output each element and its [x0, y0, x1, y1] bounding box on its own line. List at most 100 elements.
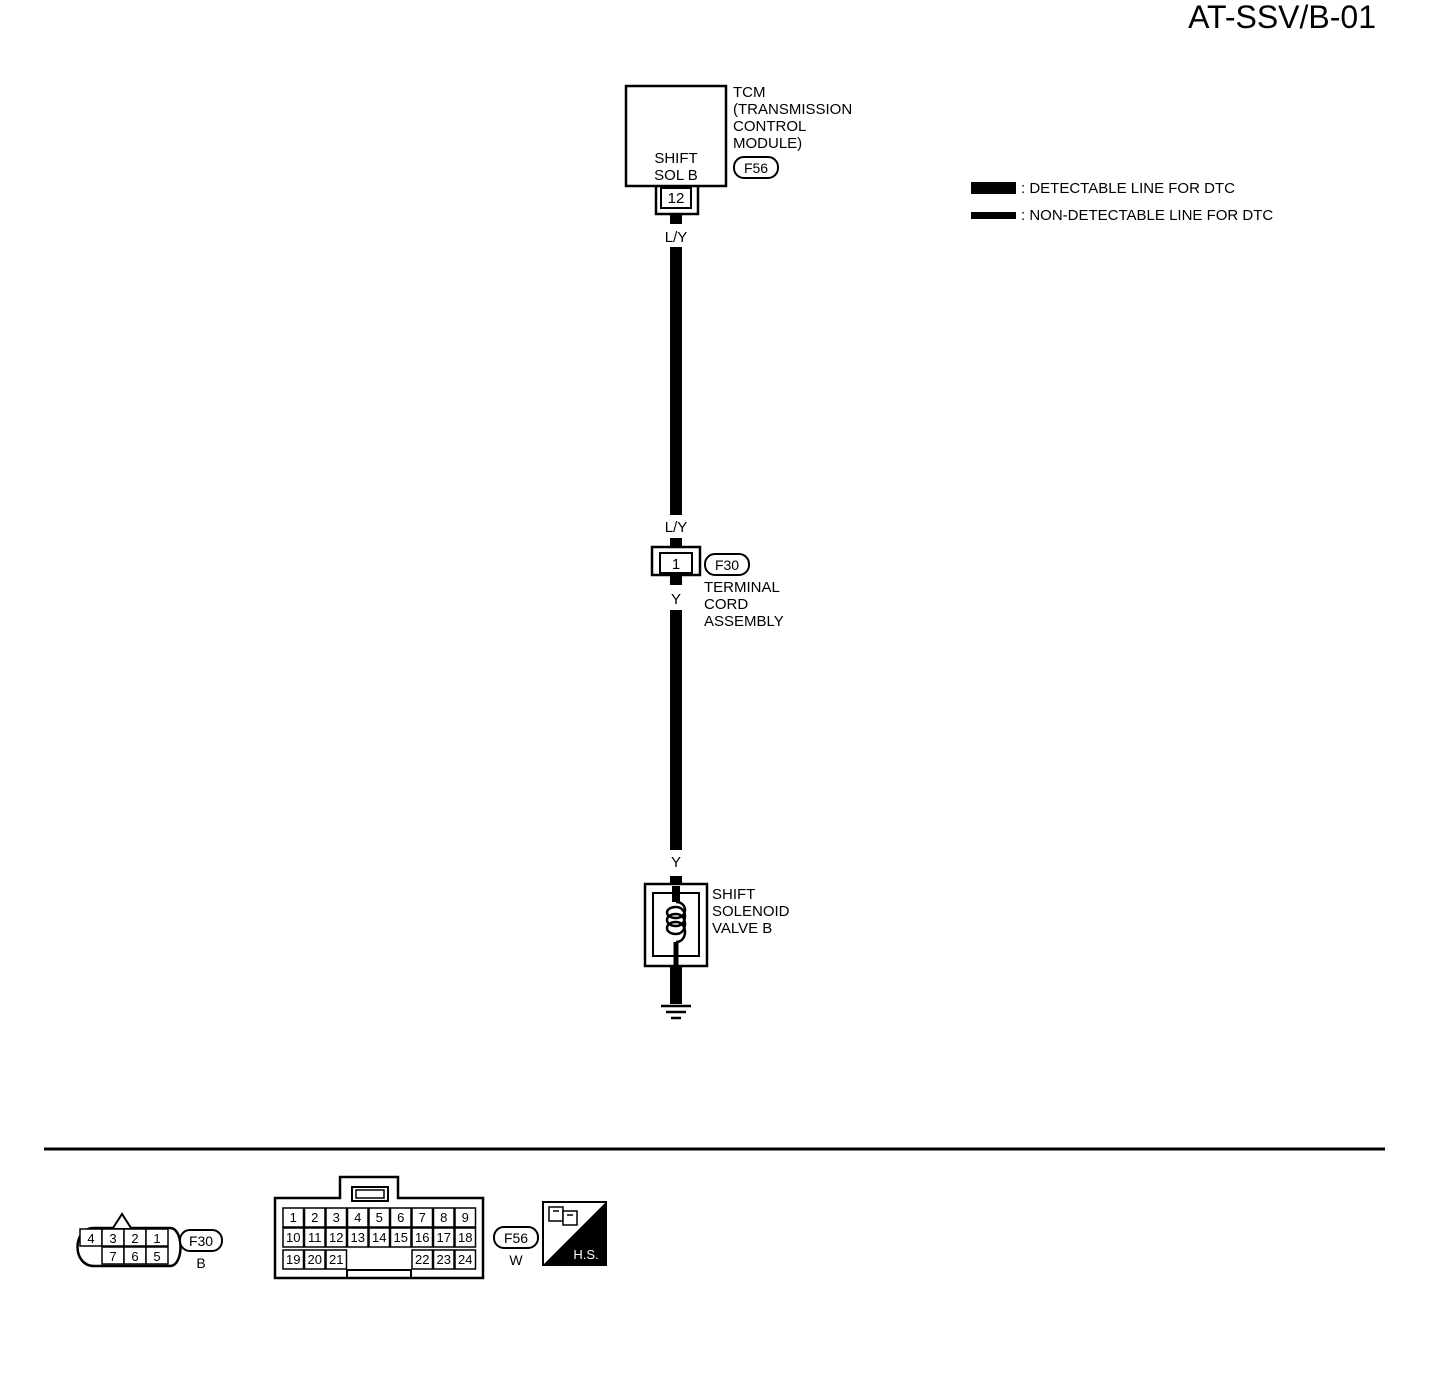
f56-pin-15: 15	[394, 1230, 408, 1245]
f56-pin-cell	[389, 1207, 412, 1228]
terminal-cord-name-3: ASSEMBLY	[704, 613, 784, 630]
f56-pin-cell	[432, 1227, 455, 1248]
f56-pin-6: 6	[397, 1210, 404, 1225]
f30-view-color: B	[196, 1255, 205, 1271]
f56-pin-cell	[346, 1207, 369, 1228]
coil-icon	[665, 900, 687, 944]
solenoid-name-2: SOLENOID	[712, 903, 790, 920]
f56-pin-cell	[368, 1227, 391, 1248]
f56-pin-12: 12	[329, 1230, 343, 1245]
f56-pin-cell	[282, 1227, 305, 1248]
f56-pin-cell	[454, 1227, 477, 1248]
f56-view-oval	[493, 1226, 539, 1249]
terminal-cord-connector: 1 F30 TERMINAL CORD ASSEMBLY	[650, 545, 784, 630]
f30-connector-oval	[704, 553, 750, 576]
f56-pin-20: 20	[308, 1252, 322, 1267]
f56-pin-cell	[303, 1249, 326, 1270]
f56-pin-19: 19	[286, 1252, 300, 1267]
legend-detectable-text: : DETECTABLE LINE FOR DTC	[1021, 180, 1235, 197]
f30-pin-7: 7	[109, 1249, 116, 1264]
shift-solenoid-valve-b: SHIFT SOLENOID VALVE B	[643, 882, 790, 968]
f30-terminal-box	[659, 552, 693, 574]
tcm-terminal-number: 12	[668, 190, 685, 207]
tcm-module: SHIFT SOL B TCM (TRANSMISSION CONTROL MO…	[624, 84, 852, 216]
f56-pin-cell	[325, 1227, 348, 1248]
tcm-connector-id: F56	[744, 160, 768, 176]
f56-pin-cell	[411, 1207, 434, 1228]
wire-color-upper-top: L/Y	[665, 229, 688, 246]
solenoid-name-1: SHIFT	[712, 886, 755, 903]
wire-color-lower-bottom: Y	[671, 854, 681, 871]
wire-lyellow	[670, 247, 682, 515]
f30-pin-1: 1	[153, 1231, 160, 1246]
f56-pin-9: 9	[462, 1210, 469, 1225]
wire-stub-top	[670, 214, 682, 224]
f56-recess	[346, 1269, 412, 1278]
tcm-terminal-box	[660, 187, 692, 209]
f56-pin-8: 8	[440, 1210, 447, 1225]
f56-pin-11: 11	[308, 1230, 322, 1245]
f56-pin-5: 5	[376, 1210, 383, 1225]
f56-pin-cell	[346, 1227, 369, 1248]
terminal-cord-name-1: TERMINAL	[704, 579, 780, 596]
f30-pin-2: 2	[131, 1231, 138, 1246]
f30-pin-5: 5	[153, 1249, 160, 1264]
f56-pin-22: 22	[415, 1252, 429, 1267]
f56-pin-cell	[303, 1227, 326, 1248]
wire-stub-f30-bottom	[670, 575, 682, 585]
tcm-name-1: TCM	[733, 84, 766, 101]
f56-pin-23: 23	[437, 1252, 451, 1267]
f56-pin-14: 14	[372, 1230, 386, 1245]
legend-non-detectable-text: : NON-DETECTABLE LINE FOR DTC	[1021, 207, 1273, 224]
f56-pin-17: 17	[437, 1230, 451, 1245]
f56-pin-2: 2	[311, 1210, 318, 1225]
legend-non-detectable-swatch	[971, 212, 1016, 219]
tcm-pin-label-1: SHIFT	[654, 150, 697, 167]
connector-icon	[548, 1206, 578, 1226]
f30-pin-3: 3	[109, 1231, 116, 1246]
wire-stub-f30-top	[670, 538, 682, 547]
tcm-pin-label-2: SOL B	[654, 167, 698, 184]
f56-pin-cell	[432, 1207, 455, 1228]
f56-pin-10: 10	[286, 1230, 300, 1245]
f56-pin-cell	[282, 1249, 305, 1270]
tcm-box	[624, 84, 728, 188]
f56-pin-cell	[325, 1249, 348, 1270]
f56-pin-3: 3	[333, 1210, 340, 1225]
wire-color-lower-top: Y	[671, 591, 681, 608]
f56-pin-18: 18	[458, 1230, 472, 1245]
legend-detectable-swatch	[971, 182, 1016, 194]
f56-pin-cell	[303, 1207, 326, 1228]
hs-badge-text: H.S.	[573, 1247, 598, 1262]
hs-badge: H.S.	[542, 1201, 607, 1266]
f56-pin-cell	[454, 1207, 477, 1228]
f30-pin-6: 6	[131, 1249, 138, 1264]
f56-pin-7: 7	[419, 1210, 426, 1225]
f56-pin-cell	[325, 1207, 348, 1228]
f56-pin-cell	[432, 1249, 455, 1270]
f30-connector-view: 4 3 2 1 7 6 5 F30 B	[76, 1212, 223, 1271]
f56-pin-13: 13	[351, 1230, 365, 1245]
f30-pin-4: 4	[87, 1231, 94, 1246]
f56-pin-cell	[454, 1249, 477, 1270]
tcm-name-2: (TRANSMISSION	[733, 101, 852, 118]
f56-pin-cell	[282, 1207, 305, 1228]
f30-view-oval	[179, 1229, 223, 1252]
f30-view-id: F30	[189, 1233, 213, 1249]
f30-terminal-number: 1	[672, 556, 680, 573]
f56-pin-24: 24	[458, 1252, 472, 1267]
f56-pin-cell	[368, 1207, 391, 1228]
tcm-name-4: MODULE)	[733, 135, 802, 152]
f56-view-color: W	[509, 1252, 523, 1268]
f56-pin-cell	[411, 1227, 434, 1248]
tcm-connector-oval	[733, 156, 779, 179]
f56-pin-1: 1	[290, 1210, 297, 1225]
terminal-cord-name-2: CORD	[704, 596, 748, 613]
page-code: AT-SSV/B-01	[1188, 0, 1376, 35]
wire-yellow	[670, 610, 682, 850]
f56-pin-16: 16	[415, 1230, 429, 1245]
legend: : DETECTABLE LINE FOR DTC : NON-DETECTAB…	[971, 180, 1273, 224]
f56-pin-21: 21	[329, 1252, 343, 1267]
